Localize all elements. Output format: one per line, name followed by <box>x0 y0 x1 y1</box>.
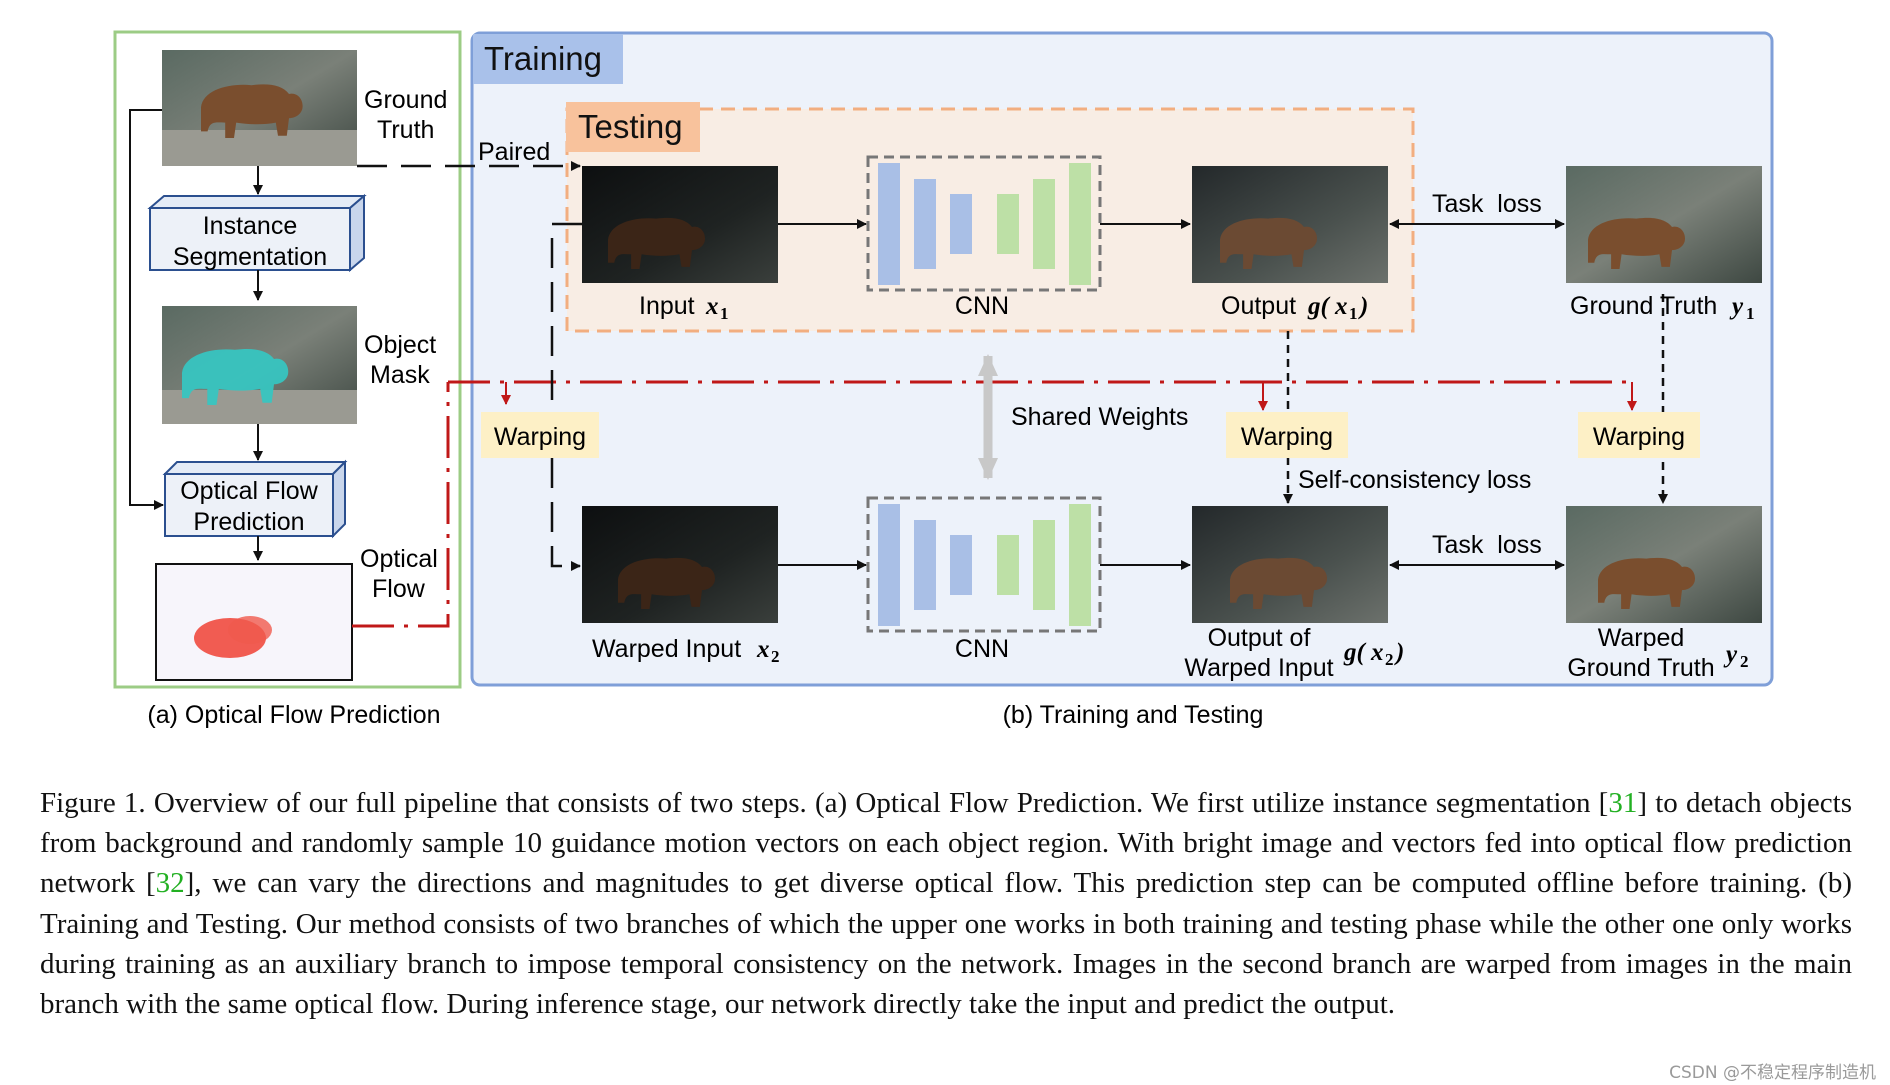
warped-input2-label: Warped Input <box>1184 654 1333 682</box>
warped-ground-truth-image-y2 <box>1566 506 1762 623</box>
caption-part-2: ] to detach objects from background and … <box>40 787 1852 900</box>
ground-truth-image-a <box>162 50 357 166</box>
paired-label: Paired <box>478 138 550 166</box>
flow-pred-label-2: Prediction <box>193 508 304 536</box>
object-mask-label-2: Mask <box>370 361 430 389</box>
output-close: ) <box>1358 293 1368 320</box>
warping-box-1 <box>481 412 599 458</box>
figure-caption: Figure 1. Overview of our full pipeline … <box>40 783 1852 1024</box>
flow-red-line-vertical <box>352 382 450 628</box>
input-sub: 1 <box>720 304 729 323</box>
optical-flow-image <box>155 563 353 681</box>
input-image-x1 <box>582 166 778 283</box>
cnn-upper <box>866 155 1102 292</box>
csdn-watermark: CSDN @不稳定程序制造机 <box>1669 1063 1876 1083</box>
shared-weights-label: Shared Weights <box>1011 403 1188 431</box>
warped-input-label: Warped Input <box>592 635 741 663</box>
output-var: x <box>1334 293 1348 320</box>
cnn-label-upper: CNN <box>955 292 1009 320</box>
out2-var: x <box>1370 639 1384 666</box>
optical-flow-prediction-box <box>162 459 348 539</box>
caption-ref-32[interactable]: 32 <box>155 867 185 900</box>
warping-box-3 <box>1578 412 1700 458</box>
gt-sub: 1 <box>1746 304 1755 323</box>
warped-input-image-x2 <box>582 506 778 623</box>
object-mask-image <box>162 306 357 424</box>
testing-label: Testing <box>578 108 683 145</box>
out2-sub: 2 <box>1385 650 1394 669</box>
optical-flow-label-2: Flow <box>372 575 426 603</box>
ground-truth2-label: Ground Truth <box>1567 654 1714 682</box>
instance-seg-label-2: Segmentation <box>173 243 327 271</box>
task-loss-label-upper: Task loss <box>1432 190 1542 218</box>
warped-label: Warped <box>1598 624 1685 652</box>
optical-flow-label-1: Optical <box>360 545 438 573</box>
gt-var: y <box>1729 293 1744 320</box>
gt-label: Ground Truth <box>1570 292 1717 320</box>
input-var: x <box>705 293 719 320</box>
warping-label-3: Warping <box>1593 423 1685 451</box>
subcaption-b: (b) Training and Testing <box>1003 701 1264 729</box>
output-image-g-x1 <box>1192 166 1388 283</box>
cnn-label-lower: CNN <box>955 635 1009 663</box>
object-mask-label-1: Object <box>364 331 436 359</box>
out2-close: ) <box>1394 639 1404 666</box>
caption-part-1: Figure 1. Overview of our full pipeline … <box>40 787 1609 819</box>
arrow-gt-to-flow <box>129 109 164 510</box>
warping-box-2 <box>1226 412 1348 458</box>
training-tab <box>473 34 623 84</box>
input-branch-dashed-line <box>550 222 582 571</box>
ground-truth-label-a-2: Truth <box>377 116 434 144</box>
ground-truth-image-y1 <box>1566 166 1762 283</box>
task-loss-label-lower: Task loss <box>1432 531 1542 559</box>
gt2-sub: 2 <box>1740 652 1749 671</box>
self-consistency-label: Self-consistency loss <box>1298 466 1531 494</box>
output-image-g-x2 <box>1192 506 1388 623</box>
warping-label-1: Warping <box>494 423 586 451</box>
output-label: Output <box>1221 292 1296 320</box>
instance-seg-label-1: Instance <box>203 212 298 240</box>
training-label: Training <box>484 40 602 77</box>
gt2-var: y <box>1723 641 1738 668</box>
warped-input-sub: 2 <box>771 647 780 666</box>
output-of-label: Output of <box>1208 624 1311 652</box>
output-fn: g( <box>1307 293 1331 320</box>
warped-input-var: x <box>756 636 770 663</box>
testing-tab <box>566 102 700 152</box>
subcaption-a: (a) Optical Flow Prediction <box>147 701 440 729</box>
instance-segmentation-box <box>147 193 367 273</box>
caption-part-3: ], we can vary the directions and magnit… <box>40 867 1852 1021</box>
pipeline-figure: Training Testing Ground Truth Instance S… <box>113 30 1774 729</box>
ground-truth-label-a-1: Ground <box>364 86 447 114</box>
flow-pred-label-1: Optical Flow <box>180 477 318 505</box>
caption-ref-31[interactable]: 31 <box>1608 787 1638 819</box>
input-label: Input <box>639 292 695 320</box>
output-sub: 1 <box>1349 304 1358 323</box>
cnn-lower <box>866 496 1102 633</box>
warping-label-2: Warping <box>1241 423 1333 451</box>
out2-fn: g( <box>1343 639 1367 666</box>
